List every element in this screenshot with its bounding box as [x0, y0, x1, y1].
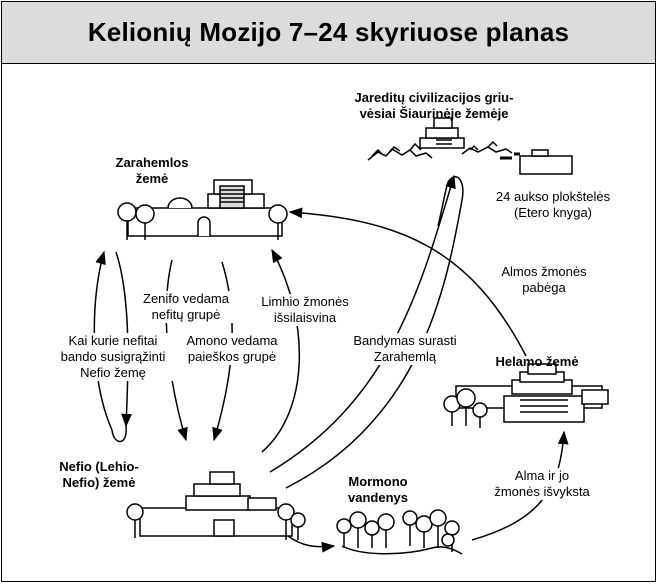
- nephi-label-line-2: Nefio) žemė: [62, 475, 136, 490]
- zarahemla-label-line-1: Zarahemlos: [115, 155, 189, 170]
- helam-label: Helamo žemė: [482, 354, 592, 370]
- search-label: Bandymas surasti Zarahemlą: [348, 333, 462, 365]
- jaredite-ruins-icon: [367, 117, 573, 175]
- nephi-city-icon: [126, 471, 306, 540]
- return-attempt-label-line-3: Nefio žemę: [80, 365, 146, 380]
- helam-label-line-1: Helamo žemė: [495, 354, 579, 369]
- zarahemla-label-line-2: žemė: [135, 171, 169, 186]
- search-label-line-1: Bandymas surasti: [353, 333, 457, 348]
- jaredite-ruins-label: Jareditų civilizacijos griu- vėsiai Šiau…: [336, 90, 532, 122]
- ammon-label-line-1: Amono vedama: [186, 333, 278, 348]
- return-attempt-label-line-1: Kai kurie nefitai: [68, 333, 158, 348]
- nephi-to-mormon-arrow: [287, 535, 336, 553]
- zeniff-label-line-1: Zenifo vedama: [143, 291, 229, 306]
- alma-departs-label-line-1: Alma ir jo: [514, 468, 570, 483]
- search-label-line-2: Zarahemlą: [373, 349, 437, 364]
- zarahemla-city-icon: [117, 179, 288, 240]
- nephi-label: Nefio (Lehio- Nefio) žemė: [44, 459, 154, 491]
- alma-escape-label-line-1: Almos žmonės: [501, 264, 587, 279]
- jaredite-ruins-label-line-1: Jareditų civilizacijos griu-: [354, 90, 514, 105]
- mormon-waters-label: Mormono vandenys: [330, 474, 426, 506]
- header-bar: Kelionių Mozijo 7–24 skyriuose planas: [2, 2, 655, 64]
- limhi-label: Limhio žmonės išsilaisvina: [248, 294, 362, 326]
- ammon-label: Amono vedama paieškos grupė: [172, 333, 292, 365]
- alma-departs-label: Alma ir jo žmonės išvyksta: [470, 468, 614, 500]
- mormon-waters-label-line-1: Mormono: [348, 474, 408, 489]
- ammon-label-line-2: paieškos grupė: [187, 349, 277, 364]
- nephi-label-line-1: Nefio (Lehio-: [59, 459, 139, 474]
- gold-plates-label: 24 aukso plokštelės (Etero knyga): [488, 189, 618, 221]
- zeniff-label: Zenifo vedama nefitų grupė: [136, 291, 236, 323]
- zarahemla-label: Zarahemlos žemė: [104, 155, 200, 187]
- zeniff-label-line-2: nefitų grupė: [151, 307, 221, 322]
- alma-escape-label: Almos žmonės pabėga: [490, 264, 598, 296]
- alma-escape-arrow: [288, 207, 527, 357]
- alma-departs-arrow: [471, 430, 569, 541]
- limhi-label-line-1: Limhio žmonės: [261, 294, 349, 309]
- jaredite-ruins-label-line-2: vėsiai Šiaurinėje žemėje: [359, 106, 509, 121]
- mormon-waters-label-line-2: vandenys: [348, 490, 408, 505]
- gold-plates-label-line-2: (Etero knyga): [513, 205, 593, 220]
- return-attempt-label-line-2: bando susigrąžinti: [60, 349, 166, 364]
- limhi-label-line-2: išsilaisvina: [273, 310, 337, 325]
- limhi-arrow: [261, 248, 300, 453]
- diagram-title: Kelionių Mozijo 7–24 skyriuose planas: [87, 17, 570, 47]
- alma-departs-label-line-2: žmonės išvyksta: [494, 484, 590, 499]
- gold-plates-label-line-1: 24 aukso plokštelės: [495, 189, 611, 204]
- waters-of-mormon-icon: [336, 509, 463, 555]
- alma-escape-label-line-2: pabėga: [522, 280, 566, 295]
- search-arrow-return: [285, 176, 464, 489]
- helam-city-icon: [443, 363, 609, 428]
- return-attempt-label: Kai kurie nefitai bando susigrąžinti Nef…: [52, 333, 174, 381]
